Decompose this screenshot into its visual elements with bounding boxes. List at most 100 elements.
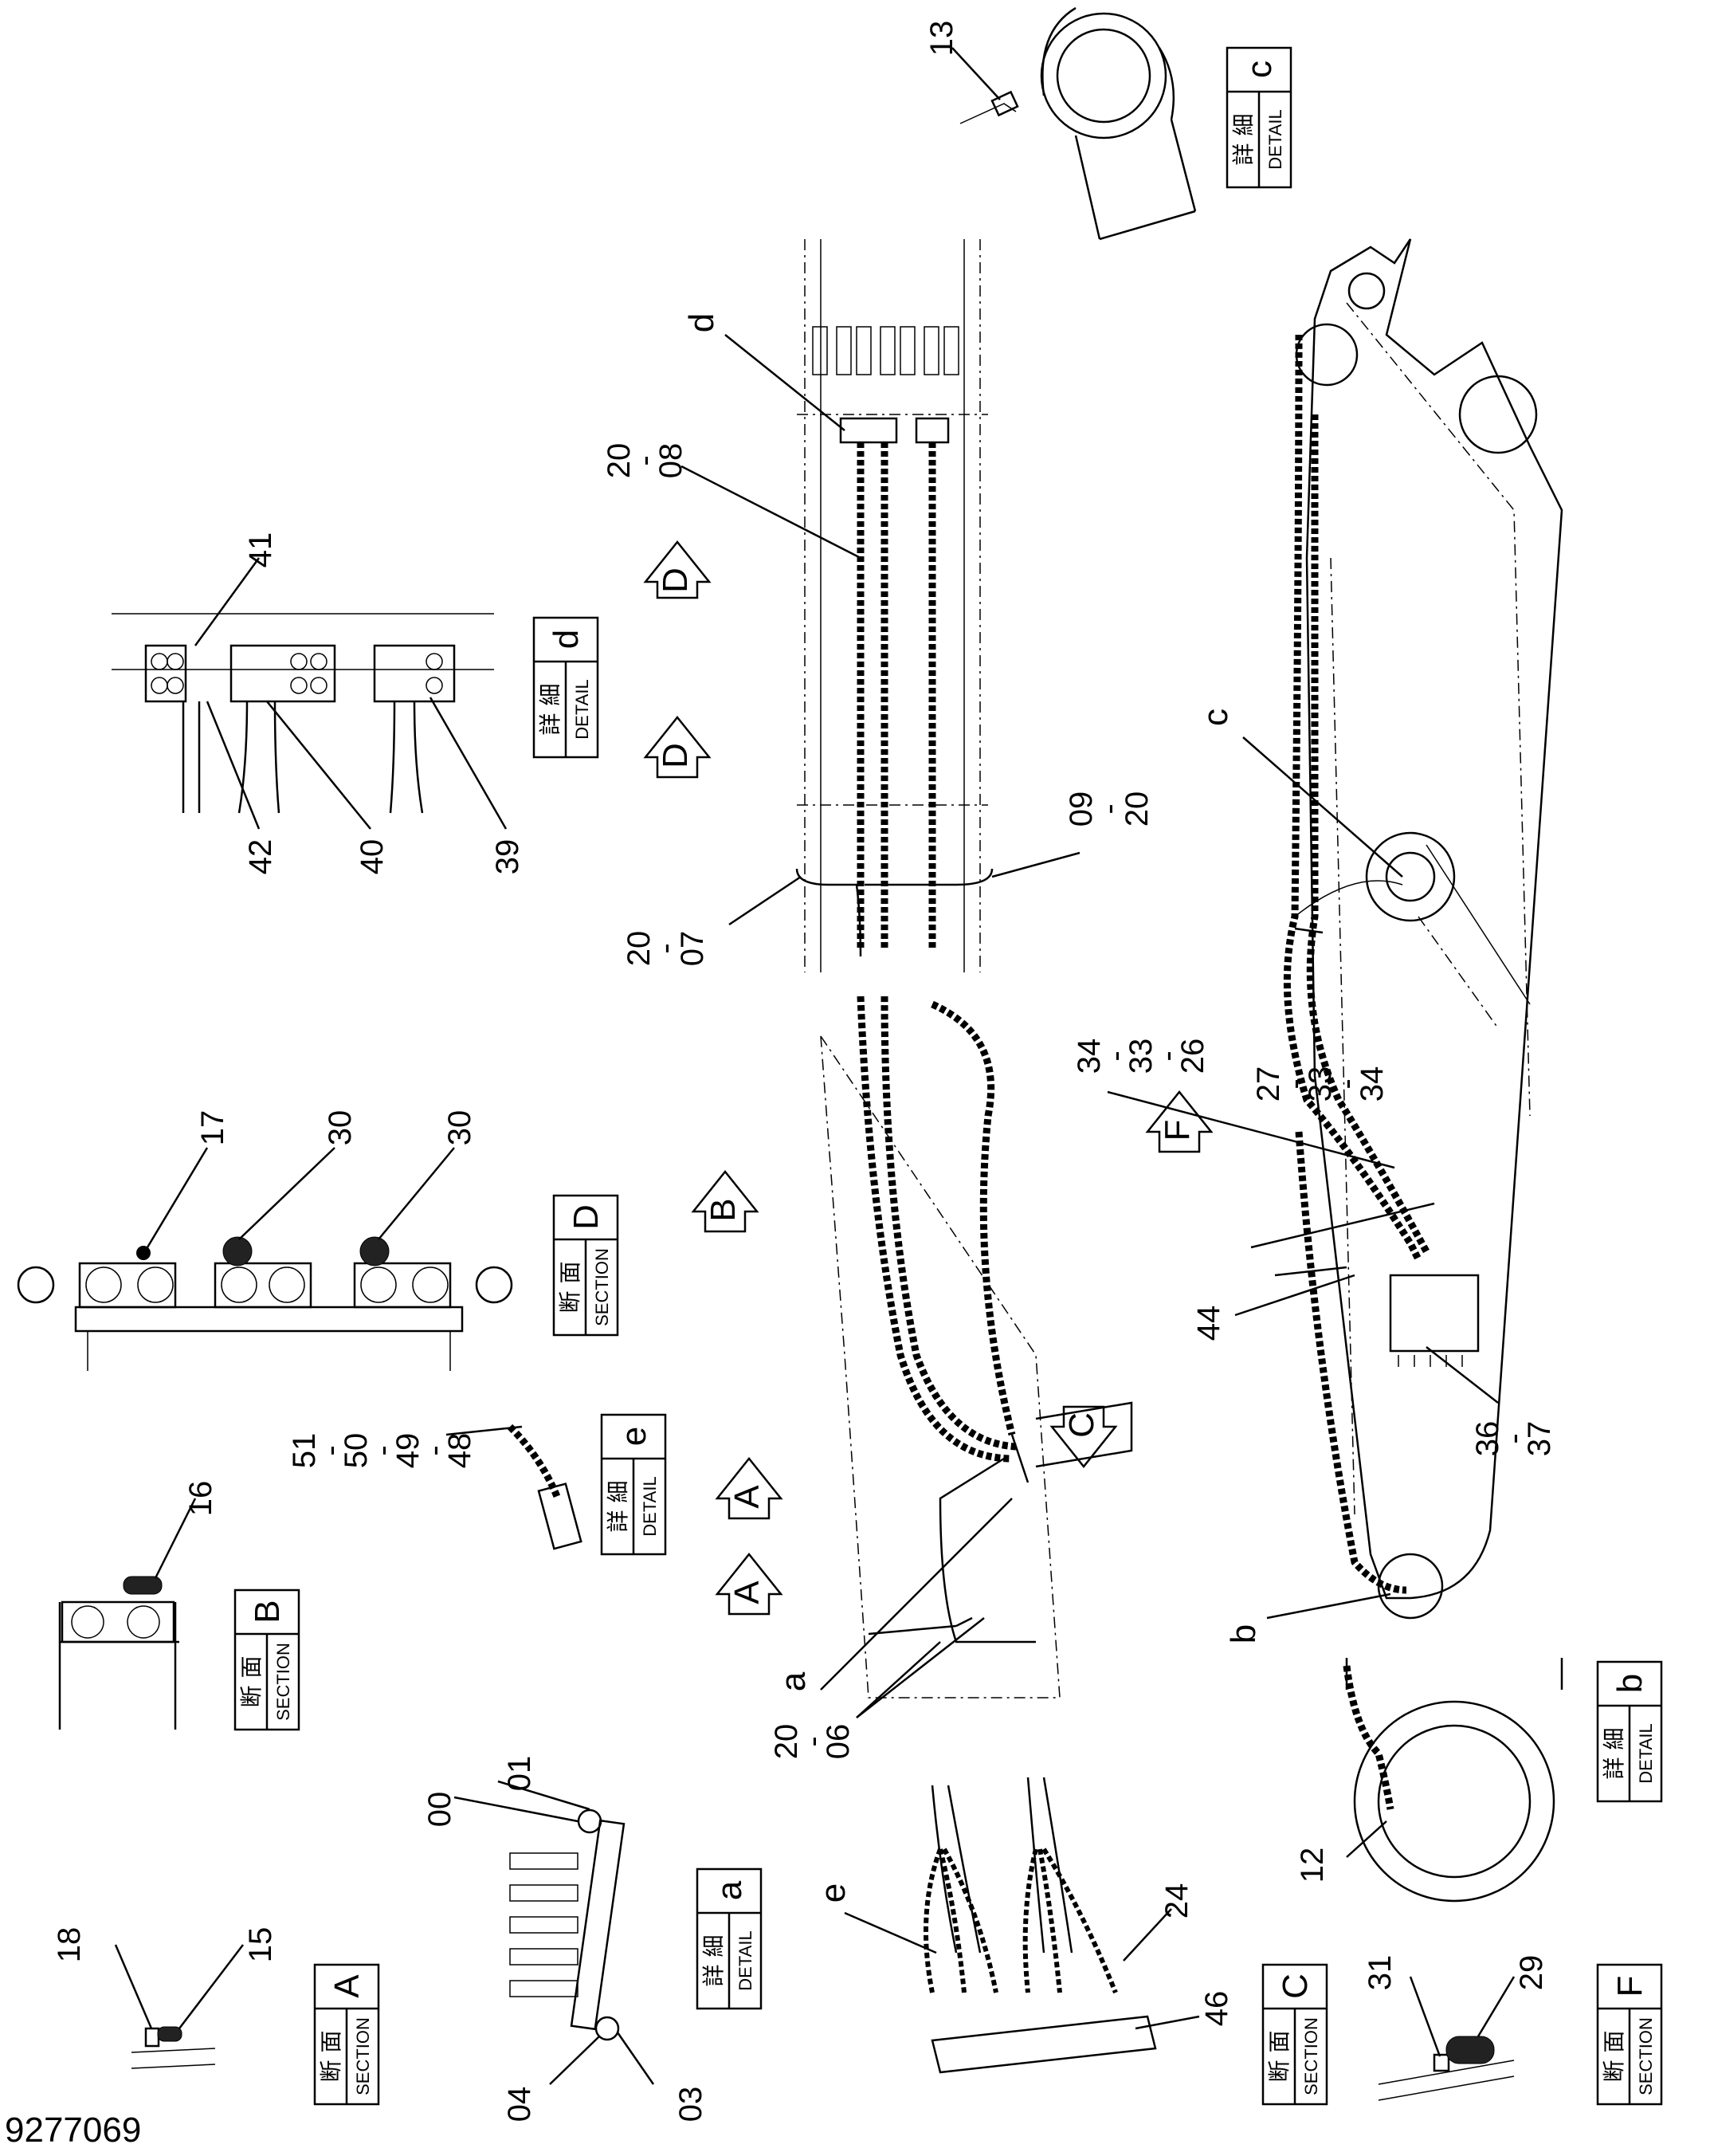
leader-line xyxy=(453,1796,578,1823)
callout-number: 40 xyxy=(355,839,390,875)
svg-text:B: B xyxy=(248,1600,287,1623)
leader-line xyxy=(844,1911,937,1954)
callout-separator: - xyxy=(1277,1078,1312,1089)
callout-number: 07 xyxy=(675,931,710,967)
callout-number: 42 xyxy=(243,839,278,875)
hose-routing-top xyxy=(680,239,1081,972)
callout-separator: - xyxy=(1150,1051,1185,1061)
detail-e-view xyxy=(445,1424,582,1550)
svg-text:SECTION: SECTION xyxy=(592,1248,612,1326)
callout-separator: - xyxy=(1496,1433,1532,1443)
callout-number: 03 xyxy=(673,2087,708,2123)
detail-letter: d xyxy=(682,313,721,332)
svg-text:C: C xyxy=(1276,1973,1315,1999)
detail-letter: c xyxy=(1196,709,1235,726)
detail-c-view xyxy=(951,6,1197,241)
callout-separator: - xyxy=(313,1445,348,1455)
callout-number: 00 xyxy=(422,1792,457,1828)
callout-separator: - xyxy=(648,943,683,953)
callout-number: 39 xyxy=(490,839,525,875)
callout-number: 37 xyxy=(1522,1421,1557,1457)
section-b-label: 断 面 SECTION B xyxy=(233,1589,300,1731)
svg-text:断 面: 断 面 xyxy=(557,1262,583,1314)
callout-number: 04 xyxy=(502,2087,537,2123)
callout-number: 06 xyxy=(821,1724,856,1760)
section-f-view xyxy=(1378,1976,1516,2101)
view-arrow-letter: D xyxy=(656,567,695,593)
svg-text:詳 細: 詳 細 xyxy=(605,1481,631,1533)
callout-separator: - xyxy=(795,1736,830,1746)
leader-line xyxy=(1346,1820,1387,1858)
callout-separator: - xyxy=(1092,803,1127,814)
svg-text:DETAIL: DETAIL xyxy=(640,1476,660,1536)
callout-number: 13 xyxy=(924,21,959,57)
view-arrow-letter: B xyxy=(704,1198,743,1221)
leader-line xyxy=(146,1147,209,1248)
callout-number: 36 xyxy=(1470,1421,1505,1457)
svg-text:SECTION: SECTION xyxy=(353,2017,373,2095)
callout-number: 41 xyxy=(243,532,278,568)
callout-number: 15 xyxy=(243,1927,278,1963)
section-d-view xyxy=(17,1147,513,1371)
callout-number: 31 xyxy=(1363,1955,1398,1991)
section-a-view xyxy=(114,1944,244,2069)
callout-number: 49 xyxy=(390,1433,426,1469)
detail-a-view xyxy=(453,1780,655,2085)
svg-text:断 面: 断 面 xyxy=(238,1656,265,1708)
view-arrow-letter: A xyxy=(728,1485,767,1509)
callout-number: 18 xyxy=(52,1927,87,1963)
callout-number: 20 xyxy=(769,1724,804,1760)
callout-number: 20 xyxy=(622,931,657,967)
svg-text:詳 細: 詳 細 xyxy=(700,1935,727,1987)
callout-number: 30 xyxy=(442,1110,477,1146)
svg-text:詳 細: 詳 細 xyxy=(1230,114,1257,166)
view-arrow-c: C xyxy=(1049,1405,1118,1469)
section-c-view xyxy=(844,1777,1200,2074)
svg-text:詳 細: 詳 細 xyxy=(1601,1728,1627,1780)
leader-line xyxy=(1242,736,1403,878)
leader-line xyxy=(1409,1976,1441,2057)
callout-number: 30 xyxy=(323,1110,358,1146)
callout-number: 08 xyxy=(653,443,688,479)
svg-text:D: D xyxy=(567,1204,606,1230)
svg-text:DETAIL: DETAIL xyxy=(1265,109,1285,169)
detail-d-view xyxy=(112,557,508,830)
callout-number: 24 xyxy=(1159,1883,1194,1919)
view-arrow-d1: D xyxy=(643,540,712,599)
callout-number: 01 xyxy=(502,1756,537,1792)
svg-text:断 面: 断 面 xyxy=(1266,2031,1292,2083)
svg-text:断 面: 断 面 xyxy=(318,2031,344,2083)
svg-text:e: e xyxy=(614,1427,653,1446)
callout-number: 34 xyxy=(1355,1066,1390,1102)
junction-box xyxy=(1389,1274,1480,1353)
callouts: 13 20 - 08 41 42 40 39 09 - 20 20 - 07 1… xyxy=(52,21,1557,2123)
svg-text:d: d xyxy=(547,630,586,649)
svg-text:b: b xyxy=(1610,1674,1649,1693)
svg-text:DETAIL: DETAIL xyxy=(1636,1723,1656,1783)
leader-line xyxy=(951,47,1001,100)
callout-number: 34 xyxy=(1072,1039,1107,1074)
svg-text:詳 細: 詳 細 xyxy=(537,684,563,736)
svg-text:DETAIL: DETAIL xyxy=(735,1930,755,1990)
view-arrow-letter: A xyxy=(728,1581,767,1604)
svg-text:SECTION: SECTION xyxy=(273,1643,293,1721)
callout-separator: - xyxy=(627,455,662,465)
detail-letters: d c a b e xyxy=(682,313,1263,1903)
detail-b-label: 詳 細 DETAIL b xyxy=(1596,1660,1663,1803)
detail-d-label: 詳 細 DETAIL d xyxy=(532,616,599,759)
callout-number: 27 xyxy=(1251,1066,1286,1102)
hose-routing-center xyxy=(820,996,1133,1718)
svg-text:a: a xyxy=(710,1880,749,1900)
callout-number: 26 xyxy=(1175,1039,1210,1074)
svg-text:F: F xyxy=(1610,1976,1649,1997)
detail-a-label: 詳 細 DETAIL a xyxy=(696,1867,763,2010)
svg-text:SECTION: SECTION xyxy=(1636,2017,1656,2095)
callout-number: 09 xyxy=(1064,791,1099,827)
callout-separator: - xyxy=(417,1445,452,1455)
view-arrow-b: B xyxy=(691,1169,759,1233)
callout-separator: - xyxy=(365,1445,400,1455)
view-arrow-a2: A xyxy=(715,1552,783,1616)
svg-text:SECTION: SECTION xyxy=(1301,2017,1321,2095)
detail-letter: a xyxy=(774,1671,813,1691)
